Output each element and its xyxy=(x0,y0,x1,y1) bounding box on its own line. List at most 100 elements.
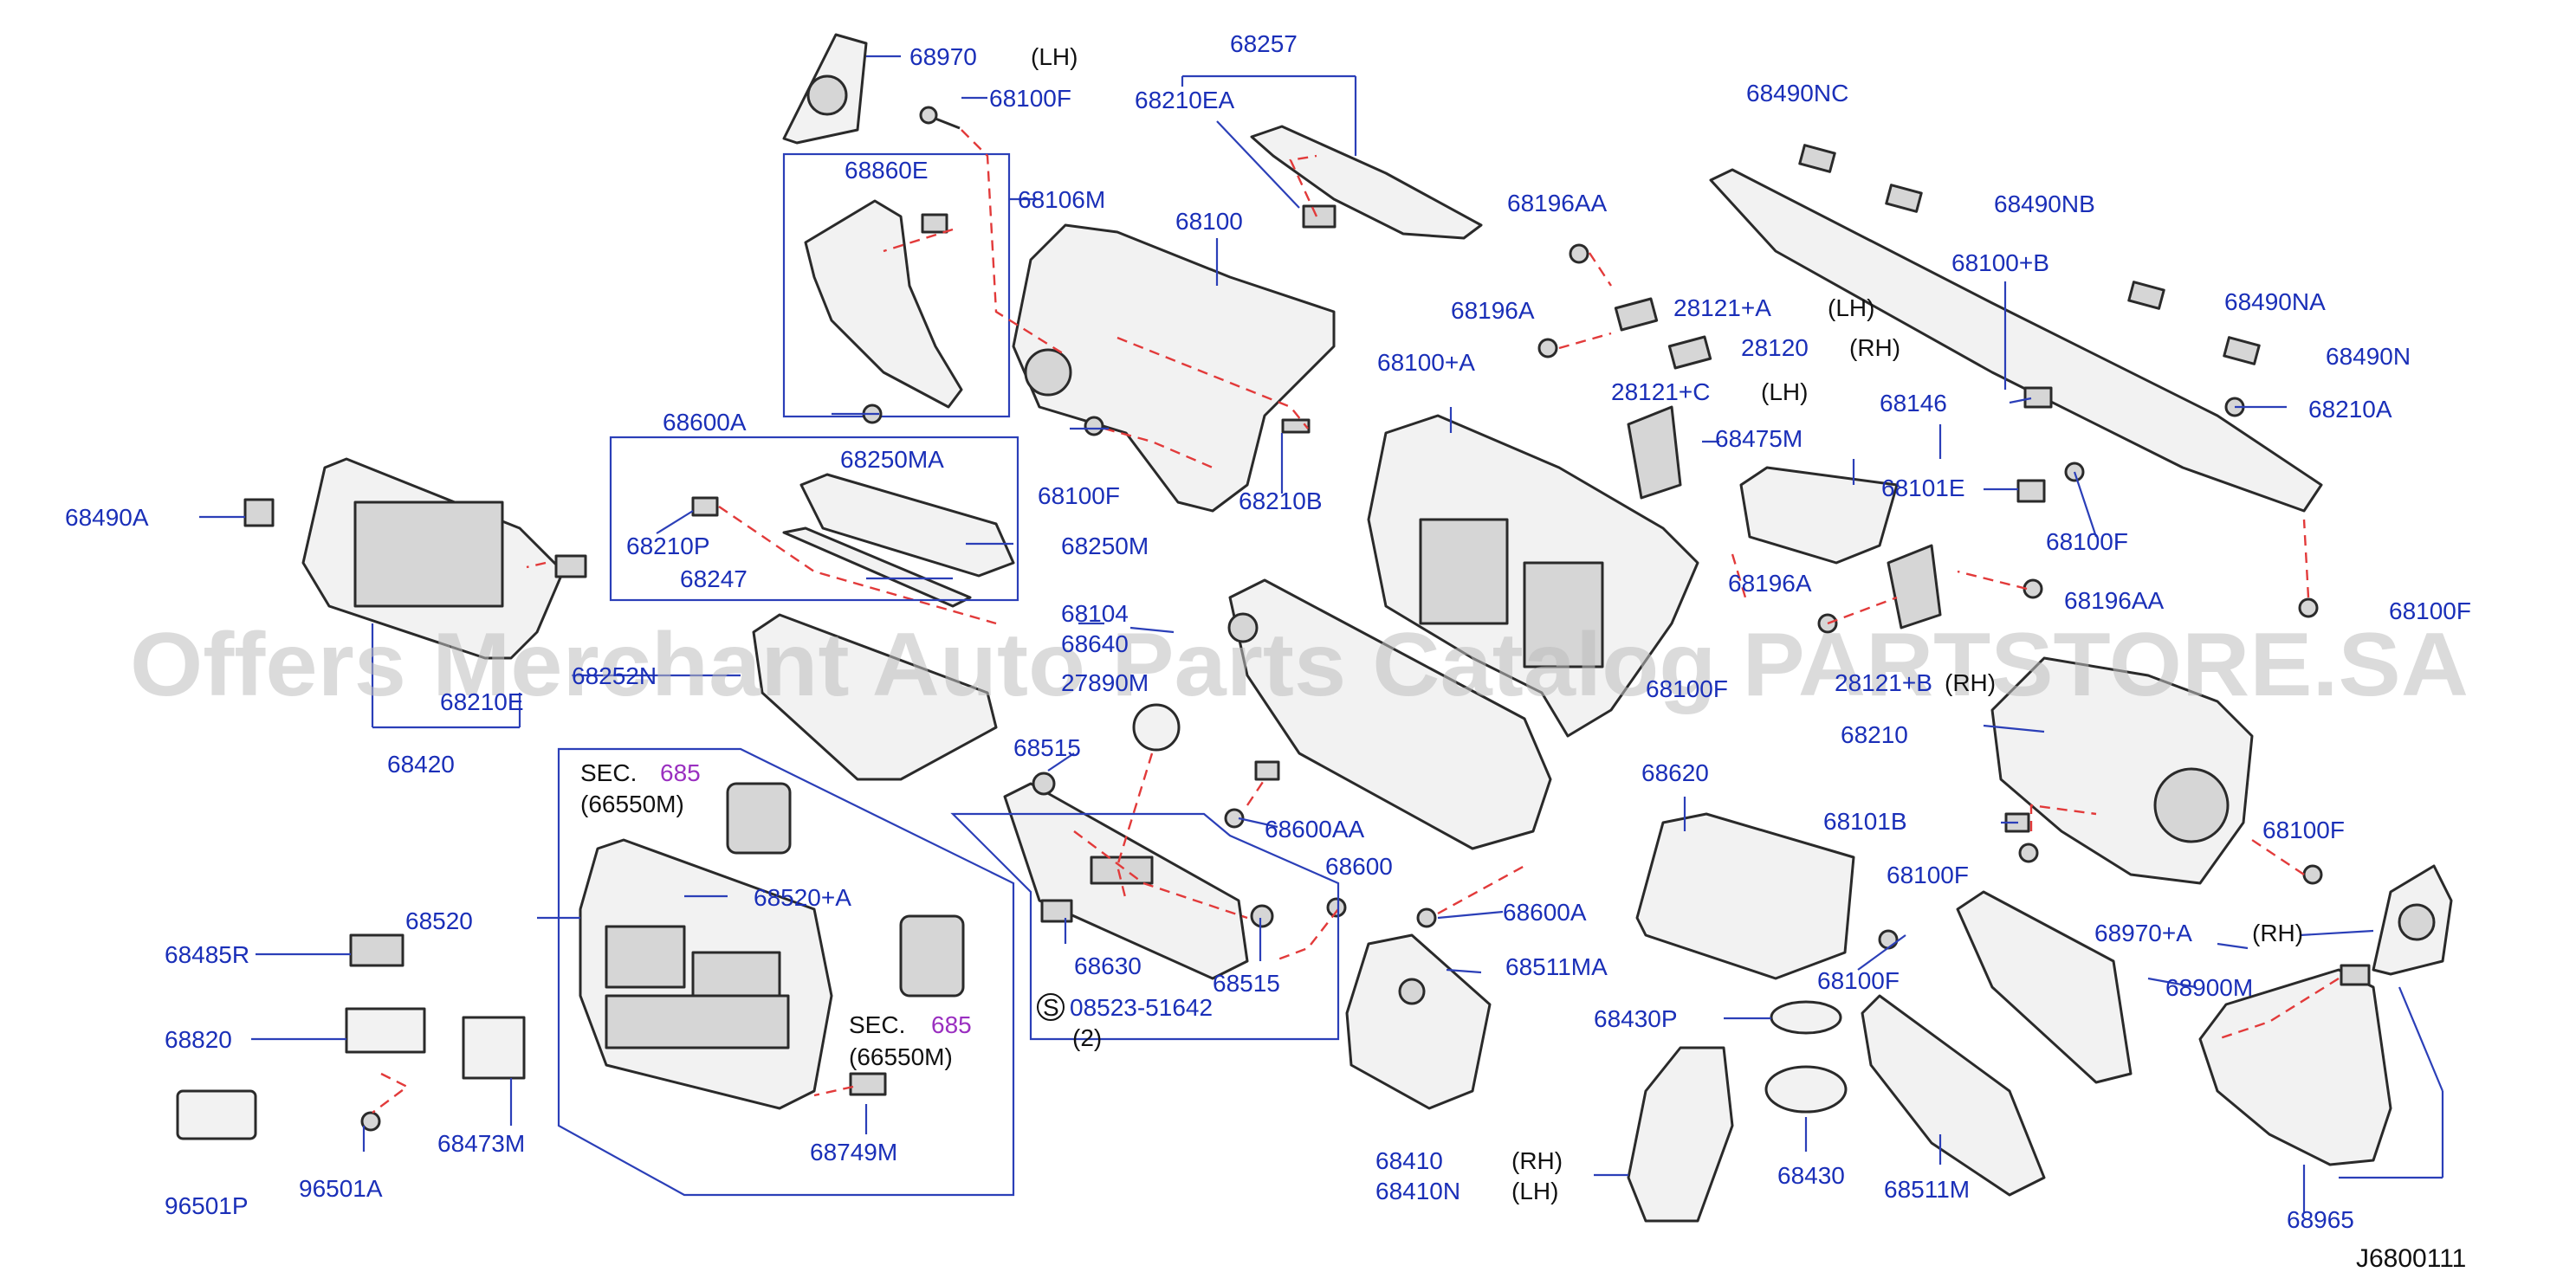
label-lh-3: (LH) xyxy=(1761,378,1808,405)
standard-part-mark-icon xyxy=(1037,993,1065,1021)
cluster-lid-opening xyxy=(353,500,504,608)
label-qty: (2) xyxy=(1072,1024,1102,1051)
label-68485r: 68485R xyxy=(165,941,249,968)
label-sec-sub-2: (66550M) xyxy=(849,1043,953,1070)
label-68410n: 68410N xyxy=(1375,1178,1460,1204)
clip-68210e xyxy=(554,554,587,578)
label-68101e: 68101E xyxy=(1881,475,1965,501)
cluster-opening-3 xyxy=(605,994,790,1049)
screw-68100f-f xyxy=(1878,929,1899,950)
clip-68146 xyxy=(2023,386,2053,409)
label-68104: 68104 xyxy=(1061,600,1129,627)
cluster-opening-1 xyxy=(605,925,686,989)
label-68100b: 68100+B xyxy=(1951,249,2049,276)
label-68965: 68965 xyxy=(2287,1206,2354,1233)
label-68900m: 68900M xyxy=(2165,974,2253,1001)
label-68520: 68520 xyxy=(405,907,473,934)
label-68100a: 68100+A xyxy=(1377,349,1475,376)
label-sec-685: 685 xyxy=(660,759,701,786)
label-68475m: 68475M xyxy=(1715,425,1803,452)
label-68100f-5: 68100F xyxy=(1646,675,1728,702)
cover-68252-drawing xyxy=(752,613,998,781)
label-68600: 68600 xyxy=(1325,853,1393,880)
ring-68430p xyxy=(1770,1000,1842,1035)
label-68640: 68640 xyxy=(1061,630,1129,657)
label-68196aa-2: 68196AA xyxy=(2064,587,2165,614)
label-lh: (LH) xyxy=(1031,43,1078,70)
label-68620: 68620 xyxy=(1641,759,1709,786)
group-box-68520 xyxy=(557,747,1015,1197)
cup-housing-drawing xyxy=(1627,1046,1734,1223)
clip-68210p xyxy=(691,496,719,517)
upper-strip-drawing xyxy=(1709,168,2323,513)
vent-right xyxy=(899,914,965,998)
label-68100f: 68100F xyxy=(989,85,1071,112)
label-68257: 68257 xyxy=(1230,30,1298,57)
label-68250m: 68250M xyxy=(1061,533,1149,559)
label-68490nc: 68490NC xyxy=(1746,80,1848,107)
label-68430p: 68430P xyxy=(1594,1005,1678,1032)
ashtray-96501p xyxy=(176,1089,257,1140)
screw-68196a xyxy=(1537,338,1558,358)
label-sec: SEC. xyxy=(580,759,637,786)
label-68749m: 68749M xyxy=(810,1139,897,1166)
label-68196aa: 68196AA xyxy=(1507,190,1608,216)
label-68820: 68820 xyxy=(165,1026,232,1053)
clip-68101e xyxy=(2016,479,2046,503)
label-08523: 08523-51642 xyxy=(1070,994,1213,1021)
label-68100f-8: 68100F xyxy=(1817,967,1900,994)
screw-68600a-b xyxy=(1416,907,1437,928)
clip-icon xyxy=(921,213,948,234)
label-68970: 68970 xyxy=(909,43,977,70)
glove-box-drawing xyxy=(1861,994,2046,1197)
label-68511m: 68511M xyxy=(1884,1176,1970,1203)
label-68520a: 68520+A xyxy=(754,884,851,911)
label-68515-2: 68515 xyxy=(1213,970,1280,997)
screw-shaft xyxy=(935,117,961,130)
top-lid-drawing xyxy=(799,473,1015,578)
strip-68247-drawing xyxy=(782,526,972,608)
rh-vent-opening xyxy=(2153,767,2230,843)
glove-lid-slot xyxy=(1090,856,1154,885)
lower-panel-rh-drawing xyxy=(2198,968,2392,1166)
label-68252n: 68252N xyxy=(572,662,657,689)
instrument-panel-drawing xyxy=(1012,223,1336,513)
label-68210ea: 68210EA xyxy=(1135,87,1235,113)
screw-68100f-g xyxy=(2302,864,2323,885)
label-sec-sub: (66550M) xyxy=(580,791,684,817)
label-lh-4: (LH) xyxy=(1511,1178,1558,1204)
cap-na xyxy=(2127,281,2165,310)
frame-opening-2 xyxy=(1523,561,1604,668)
bumper-68515-a xyxy=(1032,772,1056,796)
label-68430: 68430 xyxy=(1777,1162,1845,1189)
pocket-drawing xyxy=(1739,466,1899,565)
screw-08523 xyxy=(1326,897,1347,918)
latch-68630 xyxy=(1040,899,1073,923)
diagram-code: J6800111 xyxy=(2356,1244,2466,1273)
label-68101b: 68101B xyxy=(1823,808,1907,835)
cup-holder-68430 xyxy=(1764,1065,1848,1114)
lower-panel-drawing xyxy=(804,199,963,409)
bracket-lh xyxy=(1614,297,1659,332)
lower-panel-box xyxy=(782,152,1011,418)
label-68473m: 68473M xyxy=(437,1130,525,1157)
label-s-mark: S xyxy=(1043,994,1059,1021)
label-68490nb: 68490NB xyxy=(1994,190,2095,217)
label-68100: 68100 xyxy=(1175,208,1243,235)
clip-icon-2 xyxy=(1302,204,1337,229)
switch-68820 xyxy=(345,1007,426,1054)
bracket-b xyxy=(1887,544,1942,630)
pocket-68473m xyxy=(462,1016,526,1080)
label-28120: 28120 xyxy=(1741,334,1809,361)
label-28121a: 28121+A xyxy=(1673,294,1771,321)
label-68247: 68247 xyxy=(680,565,748,592)
label-27890m: 27890M xyxy=(1061,669,1149,696)
lower-cover-hole xyxy=(1398,978,1426,1005)
clip-68965 xyxy=(2340,964,2371,986)
label-96501a: 96501A xyxy=(299,1175,383,1202)
label-68100f-7: 68100F xyxy=(1887,862,1969,888)
finisher-hole xyxy=(1227,612,1259,643)
label-68250ma: 68250MA xyxy=(840,446,944,473)
small-cap-a xyxy=(243,498,275,527)
